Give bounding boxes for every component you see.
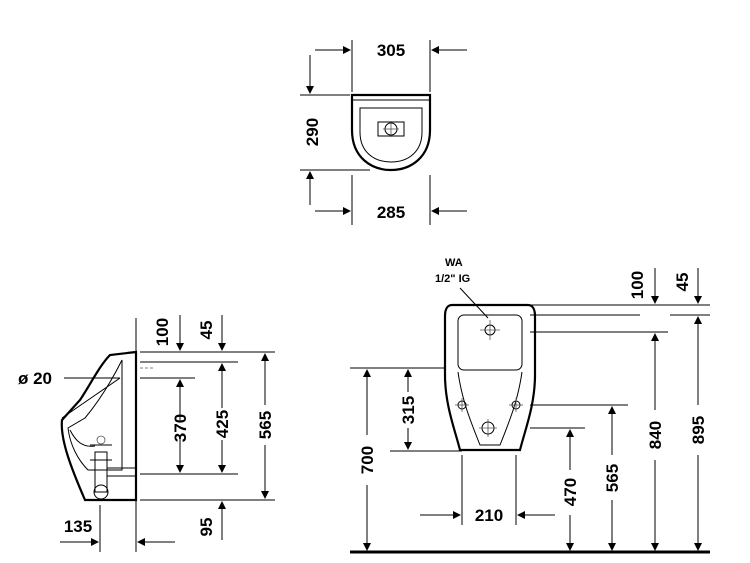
front-view-bowl-inner — [457, 314, 523, 371]
top-view-width-top-label: 305 — [377, 41, 405, 60]
side-view-dim-45: 45 — [197, 321, 216, 340]
side-view-dim-565: 565 — [256, 411, 275, 439]
side-view: ø 20 100 45 370 425 565 135 95 — [18, 315, 275, 552]
side-view-dim-135: 135 — [64, 517, 92, 536]
front-view-dim-895: 895 — [689, 416, 708, 444]
front-view-dim-315: 315 — [399, 396, 418, 424]
side-view-bowl-inner — [67, 359, 123, 471]
front-view-dim-565: 565 — [603, 464, 622, 492]
front-view-dim-840: 840 — [646, 421, 665, 449]
top-view-bowl-inner — [359, 107, 423, 163]
side-view-dim-100: 100 — [153, 318, 172, 346]
side-view-dim-425: 425 — [213, 410, 232, 438]
side-view-pipe-diameter-label: ø 20 — [18, 369, 52, 388]
top-view-bowl-outline — [350, 93, 432, 172]
front-view-body — [443, 303, 537, 452]
front-view: WA 1/2" IG — [350, 257, 710, 554]
front-view-dim-210: 210 — [475, 506, 503, 525]
front-view-inlet-label: WA — [445, 257, 463, 269]
front-view-dim-470: 470 — [561, 478, 580, 506]
front-view-dim-700: 700 — [358, 446, 377, 474]
top-view: 305 290 285 — [300, 40, 467, 225]
side-view-dim-370: 370 — [171, 414, 190, 442]
front-view-dim-100: 100 — [628, 271, 647, 299]
side-view-body — [60, 350, 138, 502]
front-view-dim-45: 45 — [673, 273, 692, 292]
top-view-width-bottom-label: 285 — [377, 203, 405, 222]
front-view-inlet-size: 1/2" IG — [435, 273, 470, 285]
side-view-dim-95: 95 — [197, 518, 216, 537]
top-view-depth-label: 290 — [303, 118, 322, 146]
